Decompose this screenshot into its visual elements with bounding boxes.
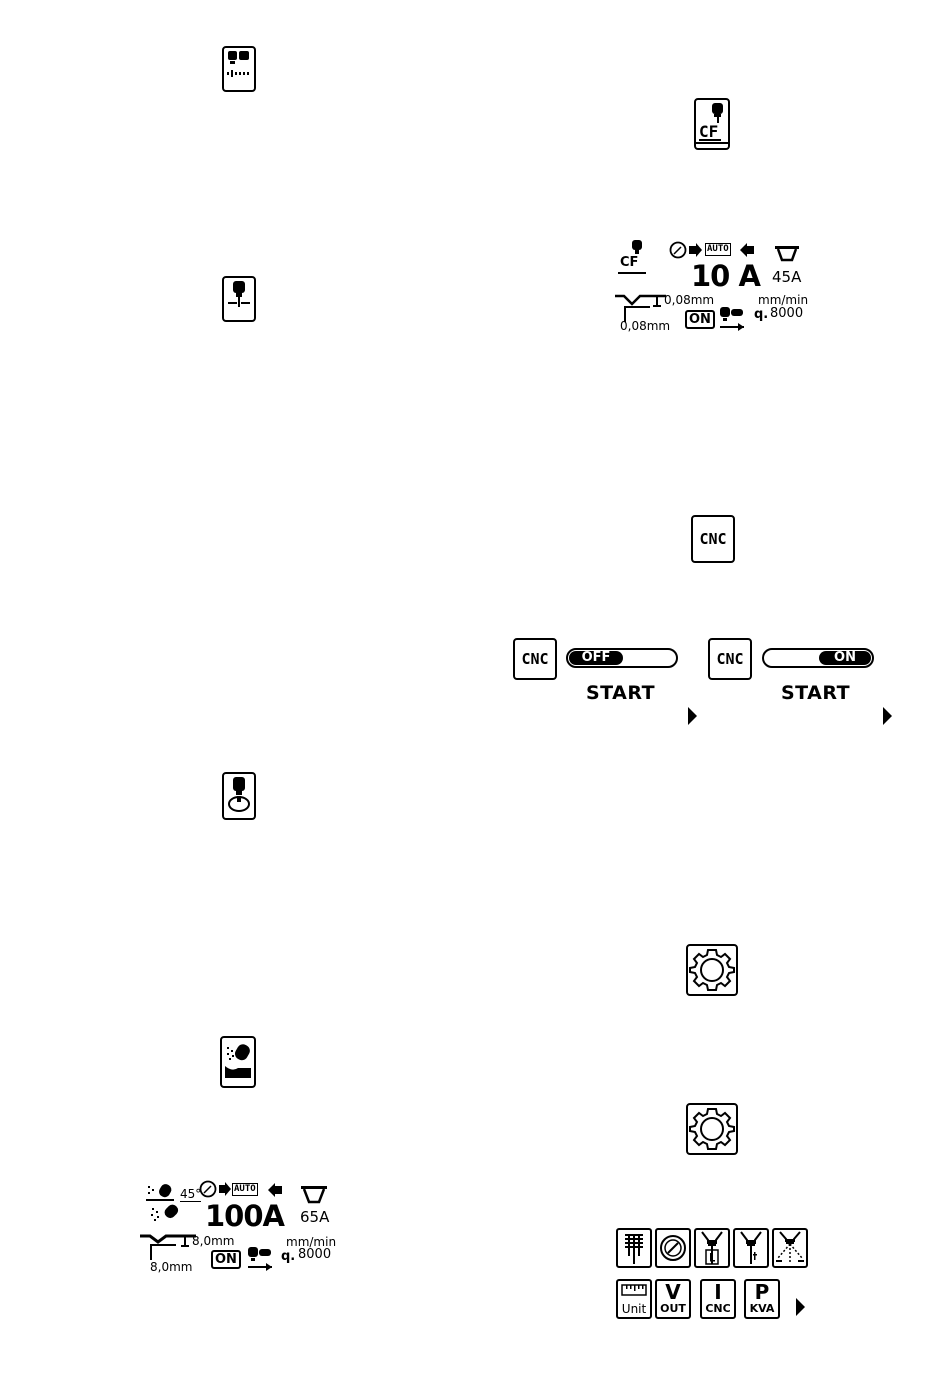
settings-gear-icon[interactable] bbox=[686, 944, 738, 996]
pressure-gauge-icon bbox=[657, 1230, 689, 1266]
torch-pair-icon bbox=[718, 306, 746, 332]
torch-pair-icon bbox=[246, 1246, 274, 1272]
on-badge: ON bbox=[211, 1250, 241, 1269]
speed-unit: mm/min bbox=[758, 294, 808, 306]
torch-spread-icon bbox=[774, 1230, 806, 1266]
cnc-toggle-on[interactable]: ON bbox=[762, 648, 874, 668]
cnc-on-icon: CNC bbox=[708, 638, 752, 680]
next-arrow-icon[interactable] bbox=[688, 707, 697, 725]
start-label-on: START bbox=[781, 682, 850, 704]
gouging-small-icon bbox=[144, 1182, 176, 1204]
speed-q-label: q. bbox=[281, 1250, 295, 1263]
tile-p-label: P bbox=[746, 1282, 778, 1302]
toggle-on-knob: ON bbox=[819, 651, 871, 665]
menu-tile-torch-spread[interactable] bbox=[772, 1228, 808, 1268]
speed-q-label: q. bbox=[754, 308, 768, 321]
nozzle-icon bbox=[300, 1184, 328, 1206]
thickness-top-value: 0,08mm bbox=[664, 294, 714, 306]
on-badge: ON bbox=[685, 310, 715, 329]
current-value: 100A bbox=[205, 1202, 284, 1231]
cf-mode-icon: CF bbox=[694, 98, 730, 150]
speed-value: 8000 bbox=[770, 307, 803, 320]
thickness-top-value: 8,0mm bbox=[192, 1235, 234, 1247]
plasma-torch-icon bbox=[222, 276, 256, 322]
nozzle-icon bbox=[774, 244, 800, 264]
gouging-lcd-display: AUTO 45° 100A 65A 8,0mm 8,0mm mm/min q. … bbox=[140, 1178, 350, 1278]
cnc-off-icon: CNC bbox=[513, 638, 557, 680]
current-value: 10 A bbox=[691, 262, 760, 291]
next-arrow-icon[interactable] bbox=[883, 707, 892, 725]
torch-time-icon bbox=[735, 1230, 767, 1266]
thickness-bracket bbox=[180, 1234, 190, 1248]
tile-unit-label: Unit bbox=[618, 1303, 650, 1316]
thickness-bracket bbox=[652, 294, 662, 308]
cutting-mode-icon bbox=[222, 46, 256, 92]
auto-badge: AUTO bbox=[232, 1183, 258, 1196]
arrow-left-icon bbox=[738, 241, 756, 259]
tile-i-label: I bbox=[702, 1282, 734, 1302]
max-current-value: 45A bbox=[772, 270, 801, 285]
cnc-icon: CNC bbox=[691, 515, 735, 563]
thickness-bottom-value: 8,0mm bbox=[150, 1261, 192, 1273]
menu-tile-power-kva[interactable]: P KVA bbox=[744, 1279, 780, 1319]
auto-badge: AUTO bbox=[705, 243, 731, 256]
thickness-bottom-value: 0,08mm bbox=[620, 320, 670, 332]
arrow-left-icon bbox=[266, 1181, 284, 1199]
cf-lcd-display: CF AUTO 10 A 45A 0,08mm 0,08mm mm/min q.… bbox=[612, 236, 812, 336]
tile-kva-label: KVA bbox=[746, 1302, 778, 1315]
max-current-value: 65A bbox=[300, 1210, 329, 1225]
cf-label: CF bbox=[620, 256, 638, 269]
speed-value: 8000 bbox=[298, 1248, 331, 1261]
ruler-icon bbox=[618, 1281, 650, 1299]
cf-underline bbox=[618, 272, 646, 274]
menu-tile-torch-length[interactable] bbox=[694, 1228, 730, 1268]
start-label-off: START bbox=[586, 682, 655, 704]
svg-text:CF: CF bbox=[699, 122, 718, 141]
gouging-angle-icon bbox=[148, 1202, 184, 1232]
menu-tile-torch-time[interactable] bbox=[733, 1228, 769, 1268]
menu-tile-pressure[interactable] bbox=[655, 1228, 691, 1268]
tile-v-label: V bbox=[657, 1282, 689, 1302]
tile-out-label: OUT bbox=[657, 1302, 689, 1315]
gas-test-icon bbox=[618, 1230, 650, 1266]
menu-tile-voltage-out[interactable]: V OUT bbox=[655, 1279, 691, 1319]
settings-gear-icon[interactable] bbox=[686, 1103, 738, 1155]
gouging-mode-icon bbox=[220, 1036, 256, 1088]
cnc-toggle-off[interactable]: OFF bbox=[566, 648, 678, 668]
gauge-icon bbox=[199, 1179, 235, 1199]
angle-value: 45° bbox=[180, 1188, 201, 1202]
toggle-off-knob: OFF bbox=[569, 651, 623, 665]
torch-length-icon bbox=[696, 1230, 728, 1266]
menu-tile-gas-test[interactable] bbox=[616, 1228, 652, 1268]
tile-cnc-label: CNC bbox=[702, 1302, 734, 1315]
menu-tile-unit[interactable]: Unit bbox=[616, 1279, 652, 1319]
next-arrow-icon[interactable] bbox=[796, 1298, 805, 1316]
gouging-circle-icon bbox=[222, 772, 256, 820]
menu-tile-current-cnc[interactable]: I CNC bbox=[700, 1279, 736, 1319]
